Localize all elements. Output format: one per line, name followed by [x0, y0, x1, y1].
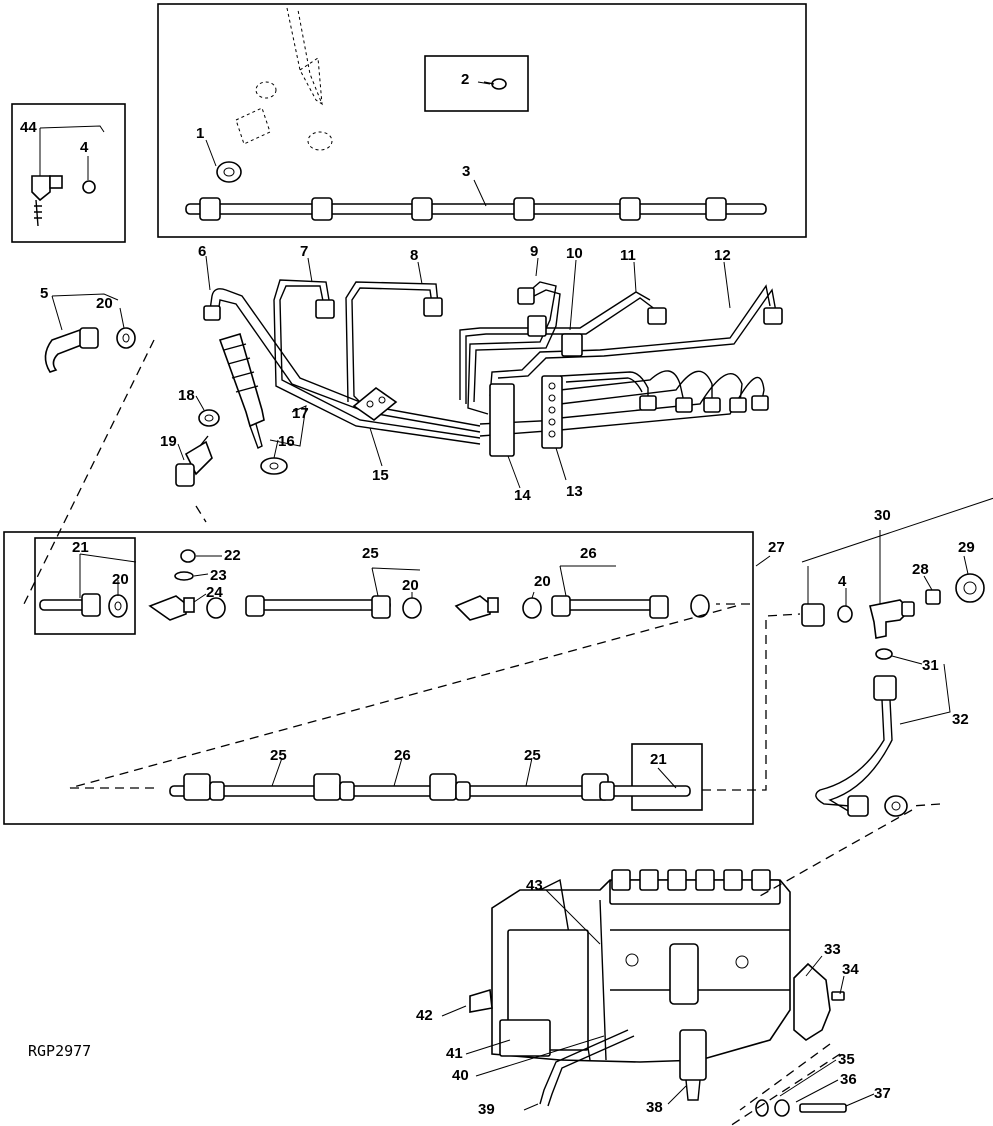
callout-13: 13: [566, 483, 583, 500]
tee-fitting-center: [454, 595, 542, 621]
callout-27: 27: [768, 539, 785, 556]
callout-labels: 1 2 3 4 5 6 7 8 9 10 11 12 13 14 15 16 1…: [20, 71, 975, 1118]
dashed-leader-lines: [21, 339, 941, 1126]
callout-16: 16: [278, 433, 295, 450]
part-2-frame: [424, 55, 529, 112]
callout-31: 31: [922, 657, 939, 674]
callout-25: 25: [362, 545, 379, 562]
high-pressure-lines: [203, 279, 783, 457]
leakoff-line-frame: [3, 531, 754, 825]
callout-1: 1: [196, 125, 204, 142]
callout-20-repeat-a: 20: [112, 571, 129, 588]
leakoff-rail-bottom: [169, 773, 691, 801]
callout-44: 44: [20, 119, 37, 136]
callout-4: 4: [80, 139, 89, 156]
callout-36: 36: [840, 1071, 857, 1088]
callout-39: 39: [478, 1101, 495, 1118]
callout-10: 10: [566, 245, 583, 262]
callout-20-repeat-b: 20: [402, 577, 419, 594]
callout-43: 43: [526, 877, 543, 894]
callout-38: 38: [646, 1099, 663, 1116]
leakoff-tube-part-26-top: [551, 594, 710, 619]
callout-25-repeat-b: 25: [524, 747, 541, 764]
callout-37: 37: [874, 1085, 891, 1102]
callout-25-repeat-a: 25: [270, 747, 287, 764]
tee-assembly-part-30: [801, 573, 985, 639]
injection-pump: [469, 869, 845, 1107]
callout-15: 15: [372, 467, 389, 484]
callout-2: 2: [461, 71, 469, 88]
part-44-frame: [11, 103, 126, 243]
injector-line-frame: [157, 3, 807, 238]
callout-40: 40: [452, 1067, 469, 1084]
dowel-parts-35-37: [755, 1099, 847, 1117]
part-21-frame-top: [34, 537, 136, 635]
callout-3: 3: [462, 163, 470, 180]
callout-4-repeat: 4: [838, 573, 847, 590]
callout-5: 5: [40, 285, 48, 302]
callout-21-repeat: 21: [650, 751, 667, 768]
callout-35: 35: [838, 1051, 855, 1068]
callout-23: 23: [210, 567, 227, 584]
elbow-fitting-part-5: [44, 327, 136, 373]
callout-leaders: [39, 81, 993, 1111]
callout-6: 6: [198, 243, 206, 260]
injector-nozzle: [216, 7, 333, 183]
return-fitting-part-21: [39, 593, 128, 618]
fuel-rail-part-3: [185, 197, 767, 221]
callout-14: 14: [514, 487, 531, 504]
callout-11: 11: [620, 247, 636, 264]
banjo-tee-part-24: [148, 549, 226, 621]
callout-22: 22: [224, 547, 241, 564]
callout-28: 28: [912, 561, 929, 578]
callout-32: 32: [952, 711, 969, 728]
callout-34: 34: [842, 961, 859, 978]
figure-id: RGP2977: [28, 1042, 91, 1060]
callout-41: 41: [446, 1045, 463, 1062]
bleed-fitting-part-19: [175, 435, 213, 487]
callout-26: 26: [580, 545, 597, 562]
callout-20-repeat-c: 20: [534, 573, 551, 590]
callout-30: 30: [874, 507, 891, 524]
callout-29: 29: [958, 539, 975, 556]
return-line-part-32: [815, 648, 908, 817]
injector-part-17: [198, 333, 288, 475]
callout-20: 20: [96, 295, 113, 312]
callout-24: 24: [206, 584, 223, 601]
callout-19: 19: [160, 433, 177, 450]
callout-7: 7: [300, 243, 308, 260]
leakoff-tube-part-25-top: [245, 595, 422, 619]
callout-33: 33: [824, 941, 841, 958]
callout-8: 8: [410, 247, 418, 264]
part-21-frame-bottom: [631, 743, 703, 811]
callout-12: 12: [714, 247, 731, 264]
clamp-part-2: [483, 78, 507, 90]
elbow-fitting-part-44: [31, 175, 96, 227]
callout-17: 17: [292, 405, 309, 422]
callout-26-repeat: 26: [394, 747, 411, 764]
callout-9: 9: [530, 243, 538, 260]
callout-18: 18: [178, 387, 195, 404]
callout-21: 21: [72, 539, 89, 556]
callout-42: 42: [416, 1007, 433, 1024]
